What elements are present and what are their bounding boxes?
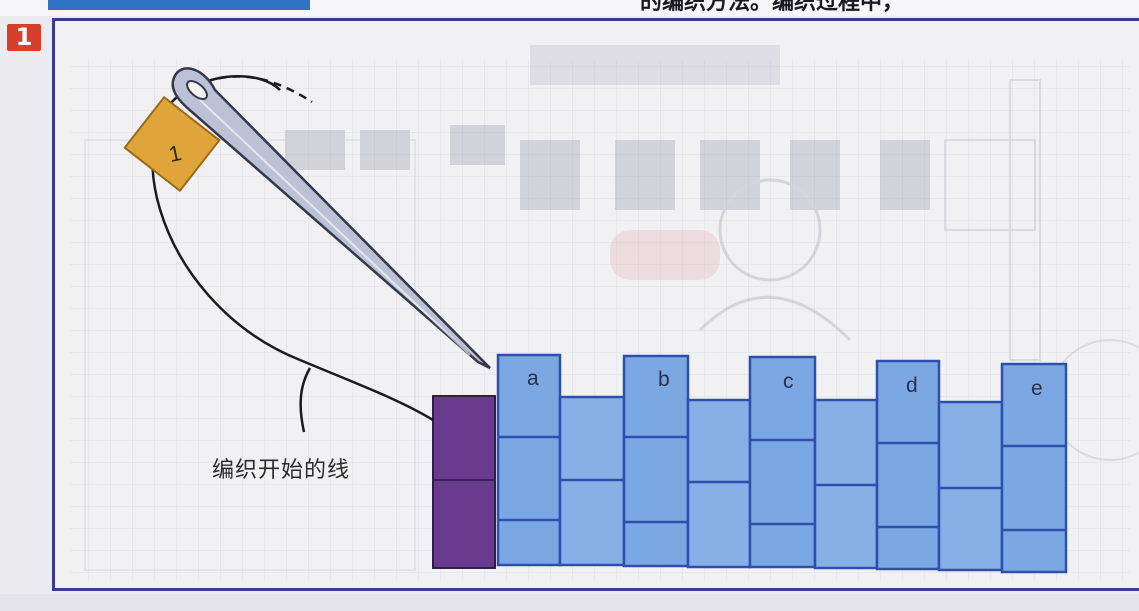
needle-tag <box>123 95 221 193</box>
column-label-a: a <box>527 367 539 390</box>
bottom-band <box>0 594 1139 611</box>
strip-c <box>748 355 817 569</box>
thread-start-label: 编织开始的线 <box>212 458 351 483</box>
strip-d <box>875 359 941 571</box>
header-partial-text: 的编织方法。编织过程中， <box>640 0 1139 12</box>
strip-e <box>1000 362 1068 574</box>
strip-b <box>622 354 690 568</box>
thread-tail-dashed <box>204 75 313 104</box>
strip-between-bc <box>686 398 752 569</box>
column-label-e: e <box>1031 377 1043 400</box>
step-number-badge: 1 <box>7 24 41 51</box>
column-label-b: b <box>658 368 670 391</box>
header-blue-bar <box>48 0 310 10</box>
needle-icon <box>171 67 491 370</box>
ghost-illustration <box>84 45 1139 571</box>
strip-between-cd <box>813 398 879 570</box>
thread-label-pointer <box>299 367 312 433</box>
column-label-d: d <box>906 374 918 397</box>
strip-between-ab <box>558 395 626 567</box>
blue-strips <box>496 353 1068 574</box>
strip-between-de <box>937 400 1004 572</box>
column-label-c: c <box>783 370 794 393</box>
start-strip-purple <box>432 395 496 569</box>
strip-a <box>496 353 562 567</box>
